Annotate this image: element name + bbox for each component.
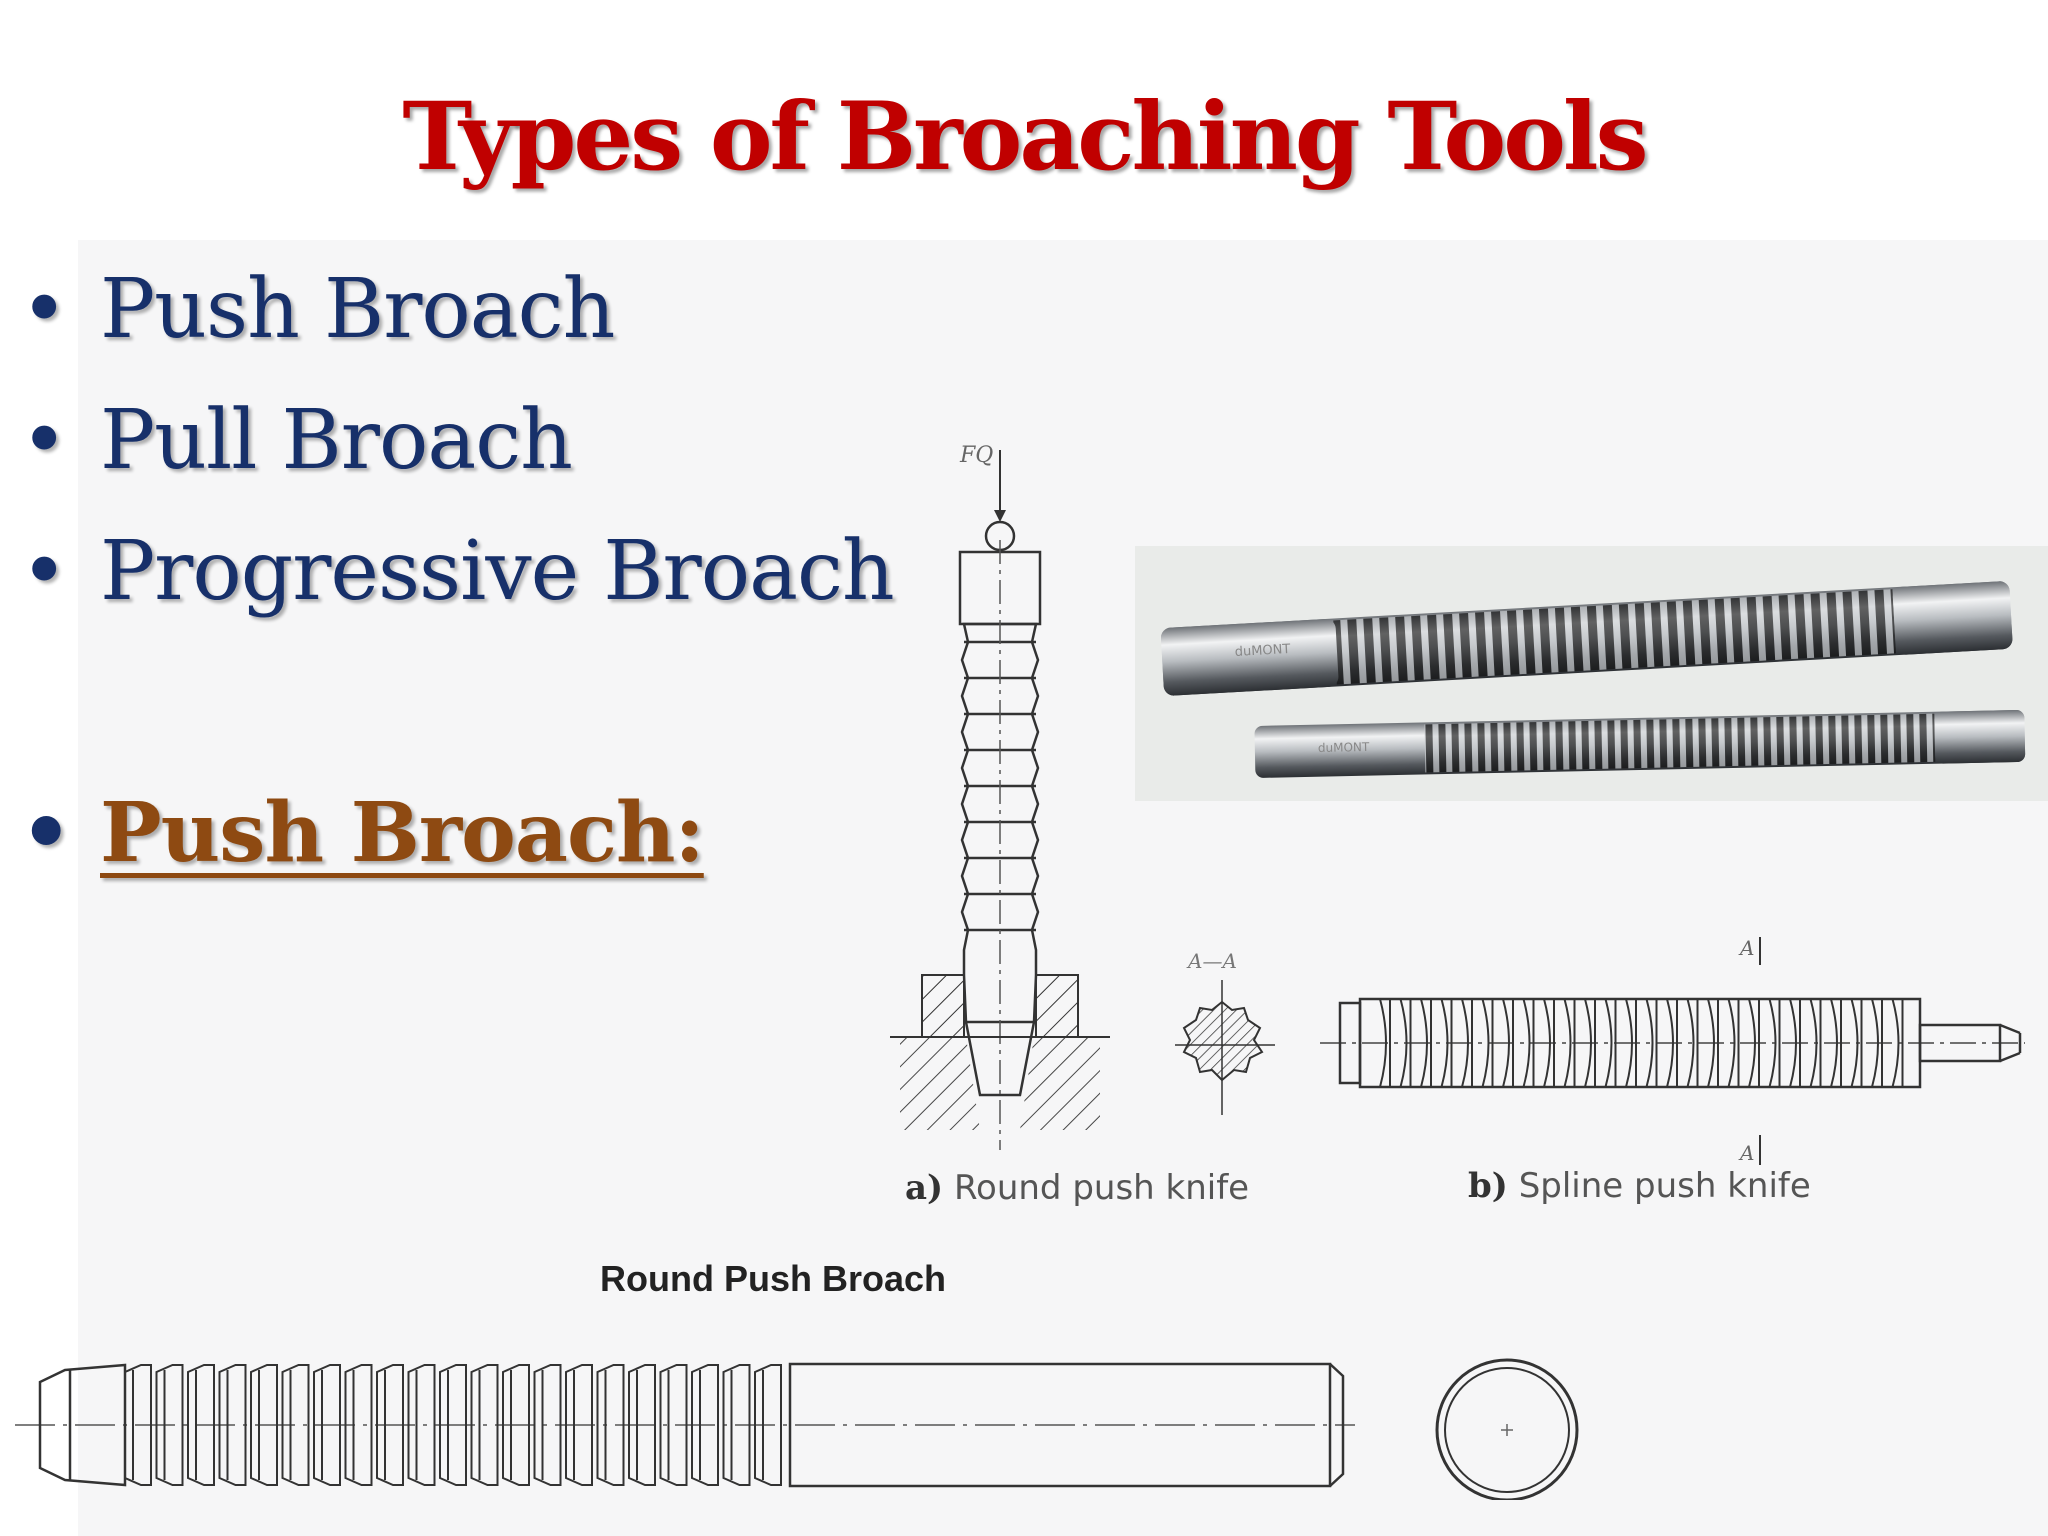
spline-push-knife-drawing: A A xyxy=(1320,936,2025,1165)
section-marker-top: A xyxy=(1738,936,1754,960)
spline-tooth xyxy=(1809,998,1822,1088)
bullet-text: Progressive Broach xyxy=(100,524,895,619)
spline-tooth xyxy=(1522,998,1535,1088)
spline-tooth xyxy=(1399,998,1412,1088)
spline-tooth xyxy=(1543,998,1555,1088)
bullet-dot: • xyxy=(20,524,68,619)
broach-tooth xyxy=(187,1364,215,1486)
spline-tooth xyxy=(1604,998,1617,1088)
spline-tooth xyxy=(1645,998,1658,1088)
bullet-dot: • xyxy=(20,393,68,488)
photo-brand-bottom: duMONT xyxy=(1318,740,1370,755)
subheading-push-broach: • Push Broach: xyxy=(20,786,894,917)
spline-tooth xyxy=(1502,998,1514,1088)
bullet-list: • Push Broach • Pull Broach • Progressive B… xyxy=(20,262,895,917)
broach-tooth xyxy=(344,1364,373,1486)
broach-tooth xyxy=(722,1364,751,1486)
spline-tooth xyxy=(1850,998,1863,1088)
spline-tooth xyxy=(1830,998,1842,1088)
subheading-text: Push Broach: xyxy=(100,785,705,881)
spline-tooth xyxy=(1563,998,1576,1088)
force-label: FQ xyxy=(959,443,993,468)
spline-tooth xyxy=(1420,998,1432,1088)
broach-tooth xyxy=(691,1364,719,1486)
broach-tooth xyxy=(754,1364,782,1486)
bullet-text: Pull Broach xyxy=(100,393,573,488)
spline-tooth xyxy=(1440,998,1453,1088)
broach-tooth xyxy=(281,1364,310,1486)
spline-tooth xyxy=(1768,998,1781,1088)
broach-tooth xyxy=(502,1364,530,1486)
slide-title: Types of Broaching Tools xyxy=(402,82,1648,192)
spline-tooth xyxy=(1461,998,1473,1088)
spline-tooth xyxy=(1748,998,1760,1088)
spline-tooth xyxy=(1727,998,1740,1088)
spline-tooth xyxy=(1666,998,1678,1088)
spline-tooth xyxy=(1871,998,1883,1088)
bullet-spacer xyxy=(20,655,894,786)
spline-tooth xyxy=(1707,998,1719,1088)
broach-tooth xyxy=(439,1364,467,1486)
round-push-broach-drawing xyxy=(15,1358,1579,1500)
spline-tooth xyxy=(1625,998,1637,1088)
spline-tooth xyxy=(1891,998,1904,1088)
caption-spline-push-knife: b) Spline push knife xyxy=(1468,1166,1811,1206)
spline-tooth xyxy=(1379,998,1391,1088)
broach-tooth xyxy=(250,1364,278,1486)
round-push-broach-title: Round Push Broach xyxy=(600,1258,947,1299)
spline-tooth xyxy=(1686,998,1699,1088)
broach-tooth xyxy=(628,1364,656,1486)
spline-tooth xyxy=(1789,998,1801,1088)
caption-round-push-knife: a) Round push knife xyxy=(905,1168,1249,1208)
caption-a-letter: a) xyxy=(905,1168,944,1208)
broach-photo: duMONT duMONT xyxy=(1135,546,2048,801)
broach-tooth xyxy=(565,1364,593,1486)
section-marker-bottom: A xyxy=(1738,1141,1754,1165)
spline-tooth xyxy=(1584,998,1596,1088)
bullet-dot: • xyxy=(20,262,68,357)
spline-tooth xyxy=(1481,998,1494,1088)
caption-a-text: Round push knife xyxy=(953,1168,1250,1208)
bullet-item-push: • Push Broach xyxy=(20,262,894,393)
bullet-text: Push Broach xyxy=(100,262,615,357)
broach-tooth xyxy=(376,1364,404,1486)
caption-b-letter: b) xyxy=(1468,1166,1508,1206)
broach-tooth xyxy=(596,1364,625,1486)
photo-brand-top: duMONT xyxy=(1234,642,1290,660)
broach-tooth xyxy=(470,1364,499,1486)
round-push-knife-drawing: FQ xyxy=(890,443,1110,1150)
section-label: A—A xyxy=(1186,949,1237,973)
broach-tooth xyxy=(155,1364,184,1486)
bullet-item-progressive: • Progressive Broach xyxy=(20,524,895,655)
caption-b-text: Spline push knife xyxy=(1518,1166,1811,1206)
broach-tooth xyxy=(659,1364,688,1486)
broach-tooth xyxy=(218,1364,247,1486)
section-a-a-drawing: A—A xyxy=(1175,949,1275,1115)
bullet-dot: • xyxy=(20,785,72,881)
slide-background-panel xyxy=(78,240,2048,1536)
broach-tooth xyxy=(313,1364,341,1486)
broach-tooth xyxy=(533,1364,562,1486)
broach-tooth xyxy=(407,1364,436,1486)
broach-tooth xyxy=(124,1364,152,1486)
bullet-item-pull: • Pull Broach xyxy=(20,393,894,524)
